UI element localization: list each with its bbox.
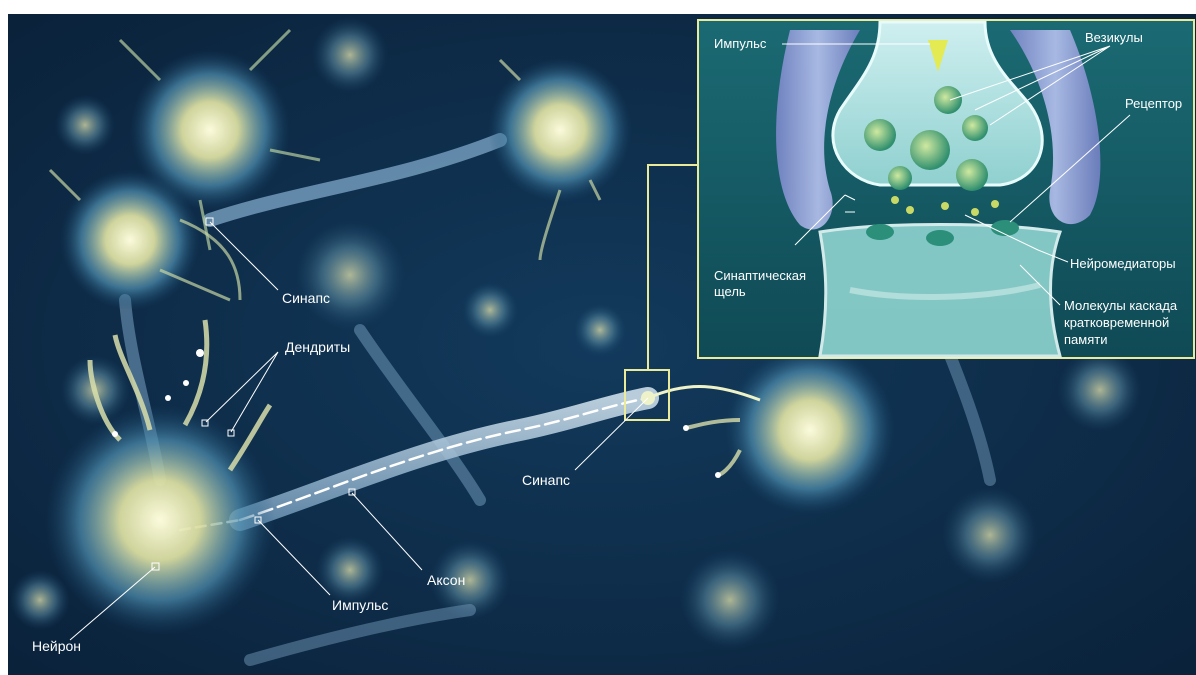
vesicle <box>910 130 950 170</box>
receptor <box>926 230 954 246</box>
neuron-center <box>295 220 405 330</box>
inset-label-cascade-2: кратковременной <box>1064 315 1169 330</box>
postsynaptic-terminal <box>820 220 1060 356</box>
inset-label-cleft-2: щель <box>714 284 746 299</box>
label-impulse: Импульс <box>332 597 388 613</box>
inset-label-cascade-3: памяти <box>1064 332 1107 347</box>
label-neuron: Нейрон <box>32 638 81 654</box>
inset-label-neurotransmitters: Нейромедиаторы <box>1070 256 1176 271</box>
vesicle <box>934 86 962 114</box>
inset-label-impulse: Импульс <box>714 36 767 51</box>
inset-label-receptor: Рецептор <box>1125 96 1182 111</box>
inset-label-cleft-1: Синаптическая <box>714 268 806 283</box>
vesicle <box>888 166 912 190</box>
label-axon: Аксон <box>427 572 465 588</box>
label-dendrites: Дендриты <box>285 339 350 355</box>
label-synapse-mid: Синапс <box>522 472 570 488</box>
receptor <box>991 220 1019 236</box>
vesicle <box>956 159 988 191</box>
receptor <box>866 224 894 240</box>
vesicle <box>962 115 988 141</box>
inset-label-vesicles: Везикулы <box>1085 30 1143 45</box>
inset-label-cascade-1: Молекулы каскада <box>1064 298 1178 313</box>
vesicle <box>864 119 896 151</box>
label-synapse-top: Синапс <box>282 290 330 306</box>
